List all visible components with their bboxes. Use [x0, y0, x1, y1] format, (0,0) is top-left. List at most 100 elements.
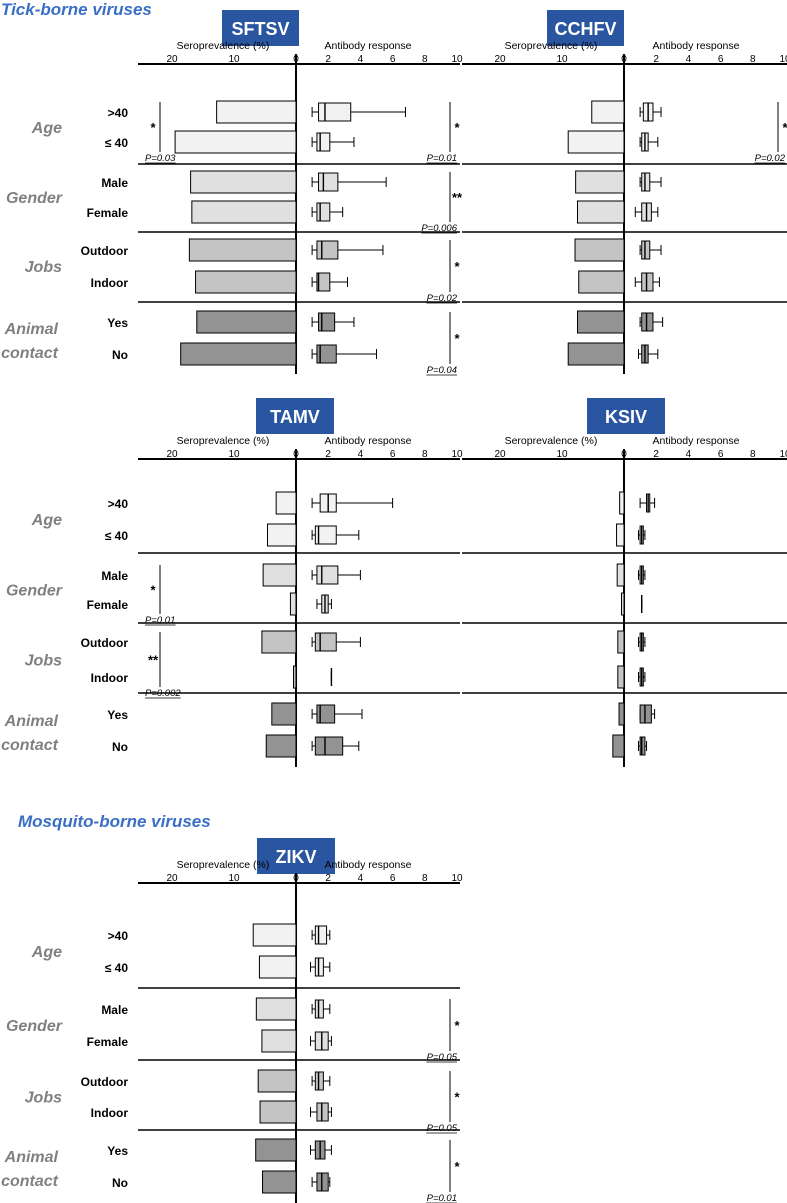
seroprevalence-tick-label: 20	[494, 54, 506, 65]
data-row-animal	[196, 310, 355, 334]
antibody-tick-label: 6	[718, 449, 724, 460]
antibody-box	[316, 1102, 329, 1122]
antibody-box	[316, 704, 336, 724]
antibody-tick-label: 4	[686, 54, 692, 65]
significance-stars: *	[782, 120, 787, 135]
antibody-tick-label: 8	[750, 449, 756, 460]
antibody-tick-label: 8	[750, 54, 756, 65]
group-label: Age	[31, 512, 62, 529]
antibody-tick-label: 2	[325, 54, 331, 65]
seroprevalence-bar	[578, 270, 625, 294]
significance-stars: *	[454, 120, 460, 135]
data-row-jobs	[578, 270, 660, 294]
antibody-box	[314, 957, 324, 977]
seroprevalence-tick-label: 10	[556, 54, 568, 65]
antibody-box	[314, 525, 337, 545]
seroprevalence-bar	[257, 1069, 297, 1093]
seroprevalence-tick-label: 10	[556, 449, 568, 460]
antibody-box	[316, 344, 337, 364]
significance-marker: *P=0.04	[426, 312, 460, 376]
p-value-label: P=0.05	[427, 1052, 458, 1063]
seroprevalence-bar	[577, 310, 625, 334]
row-label: ≤ 40	[105, 529, 129, 543]
data-row-jobs	[574, 238, 662, 262]
significance-marker: *P=0.03	[145, 102, 176, 164]
antibody-tick-label: 6	[390, 873, 396, 884]
virus-header-box	[222, 10, 299, 46]
group-label: contact	[1, 1173, 59, 1190]
significance-marker: *P=0.02	[426, 240, 460, 304]
p-value-label: P=0.01	[427, 1193, 457, 1203]
seroprevalence-tick-label: 10	[228, 54, 240, 65]
significance-stars: *	[454, 1018, 460, 1033]
data-row-animal	[265, 734, 360, 758]
significance-stars: *	[454, 259, 460, 274]
antibody-tick-label: 10	[779, 54, 787, 65]
seroprevalence-bar	[567, 130, 625, 154]
antibody-box	[314, 999, 324, 1019]
seroprevalence-bar	[191, 200, 297, 224]
seroprevalence-bar	[266, 523, 297, 547]
antibody-tick-label: 4	[358, 54, 364, 65]
data-row-gender	[261, 1029, 332, 1053]
antibody-box	[316, 565, 339, 585]
data-row-age	[616, 523, 646, 547]
antibody-box	[318, 102, 352, 122]
seroprevalence-bar	[575, 170, 625, 194]
seroprevalence-bar	[196, 310, 297, 334]
p-value-label: P=0.04	[427, 365, 457, 376]
antibody-box	[316, 240, 339, 260]
row-label: Outdoor	[81, 1075, 129, 1089]
data-row-animal	[618, 702, 656, 726]
seroprevalence-bar	[271, 702, 297, 726]
seroprevalence-bar	[577, 200, 625, 224]
antibody-tick-label: 10	[451, 54, 463, 65]
group-label: Animal	[4, 1149, 59, 1166]
group-label: Age	[31, 120, 62, 137]
group-label: Jobs	[25, 653, 62, 670]
seroprevalence-axis-title: Seroprevalence (%)	[505, 40, 598, 52]
row-label: Indoor	[91, 1106, 129, 1120]
antibody-box	[314, 736, 344, 756]
antibody-axis-title: Antibody response	[653, 435, 740, 447]
data-row-gender	[621, 592, 643, 616]
seroprevalence-bar	[188, 238, 297, 262]
significance-stars: **	[148, 653, 159, 668]
significance-marker: *P=0.05	[426, 1071, 460, 1134]
row-label: Female	[87, 1035, 129, 1049]
mosquito-borne-title: Mosquito-borne viruses	[18, 812, 211, 831]
row-label: No	[112, 1176, 128, 1190]
antibody-box	[641, 240, 651, 260]
p-value-label: P=0.01	[145, 615, 175, 626]
seroprevalence-bar	[255, 997, 297, 1021]
data-row-jobs	[188, 238, 384, 262]
group-label: Jobs	[25, 259, 62, 276]
p-value-label: P=0.006	[421, 223, 457, 234]
row-label: Outdoor	[81, 636, 129, 650]
seroprevalence-bar	[258, 955, 297, 979]
virus-header-box	[257, 838, 335, 874]
data-row-animal	[255, 1138, 332, 1162]
significance-stars: *	[454, 1090, 460, 1105]
data-row-age	[619, 491, 656, 515]
p-value-label: P=0.01	[427, 153, 457, 164]
seroprevalence-tick-label: 20	[166, 449, 178, 460]
p-value-label: P=0.002	[145, 688, 181, 699]
data-row-animal	[262, 1170, 331, 1194]
seroprevalence-bar	[567, 342, 625, 366]
virus-header-box	[587, 398, 665, 434]
significance-stars: *	[150, 583, 156, 598]
significance-marker: **P=0.006	[421, 172, 463, 234]
virus-header-box	[547, 10, 624, 46]
data-row-gender	[289, 592, 332, 616]
antibody-tick-label: 8	[422, 449, 428, 460]
data-row-animal	[271, 702, 363, 726]
seroprevalence-bar	[174, 130, 297, 154]
data-row-gender	[255, 997, 331, 1021]
group-label: Gender	[6, 1018, 63, 1035]
antibody-box	[316, 1172, 329, 1192]
seroprevalence-tick-label: 10	[228, 873, 240, 884]
